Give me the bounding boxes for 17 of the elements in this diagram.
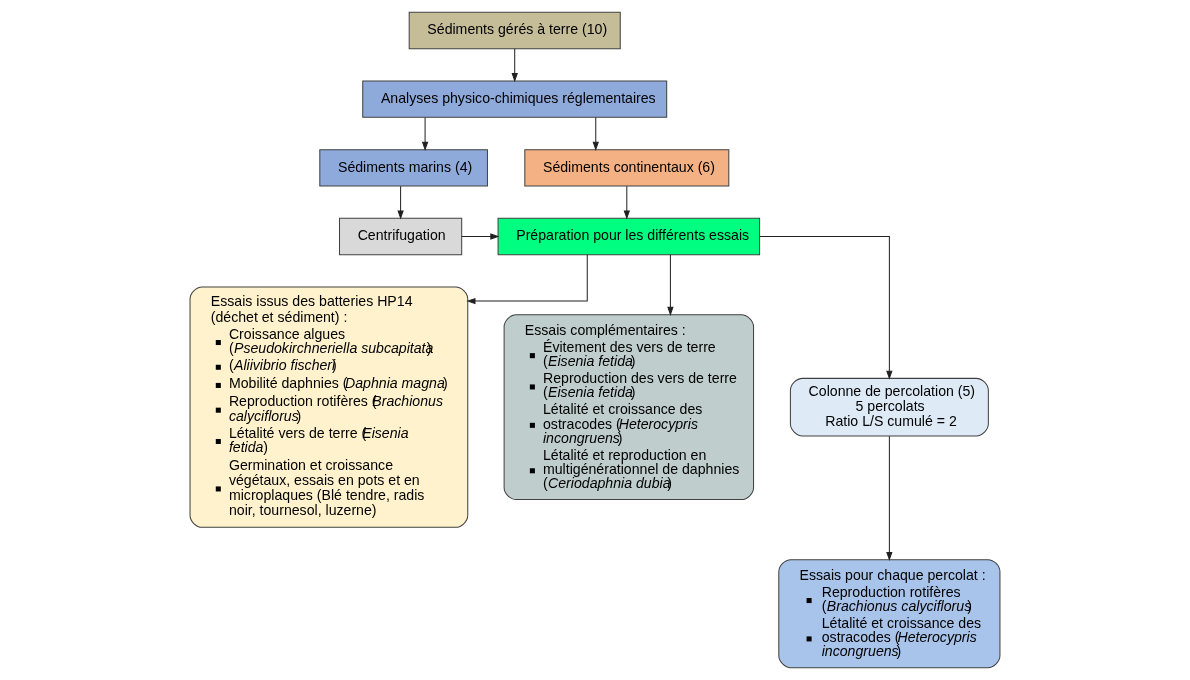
arrow: [397, 185, 404, 220]
node-box: Centrifugation: [339, 217, 463, 256]
node-box: Sédiments continentaux (6): [524, 149, 730, 187]
arrow: [466, 254, 588, 305]
arrow: [421, 117, 429, 151]
node-box: Sédiments gérés à terre (10): [408, 11, 621, 50]
node-box: Sédiments marins (4): [319, 149, 488, 187]
node-box: Préparation pour les différents essais: [497, 217, 761, 256]
arrow: [511, 48, 518, 83]
node-box: Analyses physico-chimiques réglementaires: [362, 80, 668, 118]
arrow: [592, 117, 599, 151]
arrow: [461, 233, 500, 240]
arrow: [667, 254, 674, 316]
arrow: [886, 435, 893, 562]
arrow: [623, 185, 630, 220]
node-box: Colonne de percolation (5) 5 percolats Ratio L/S cumulé = 2: [789, 377, 989, 437]
arrow: [759, 236, 893, 380]
